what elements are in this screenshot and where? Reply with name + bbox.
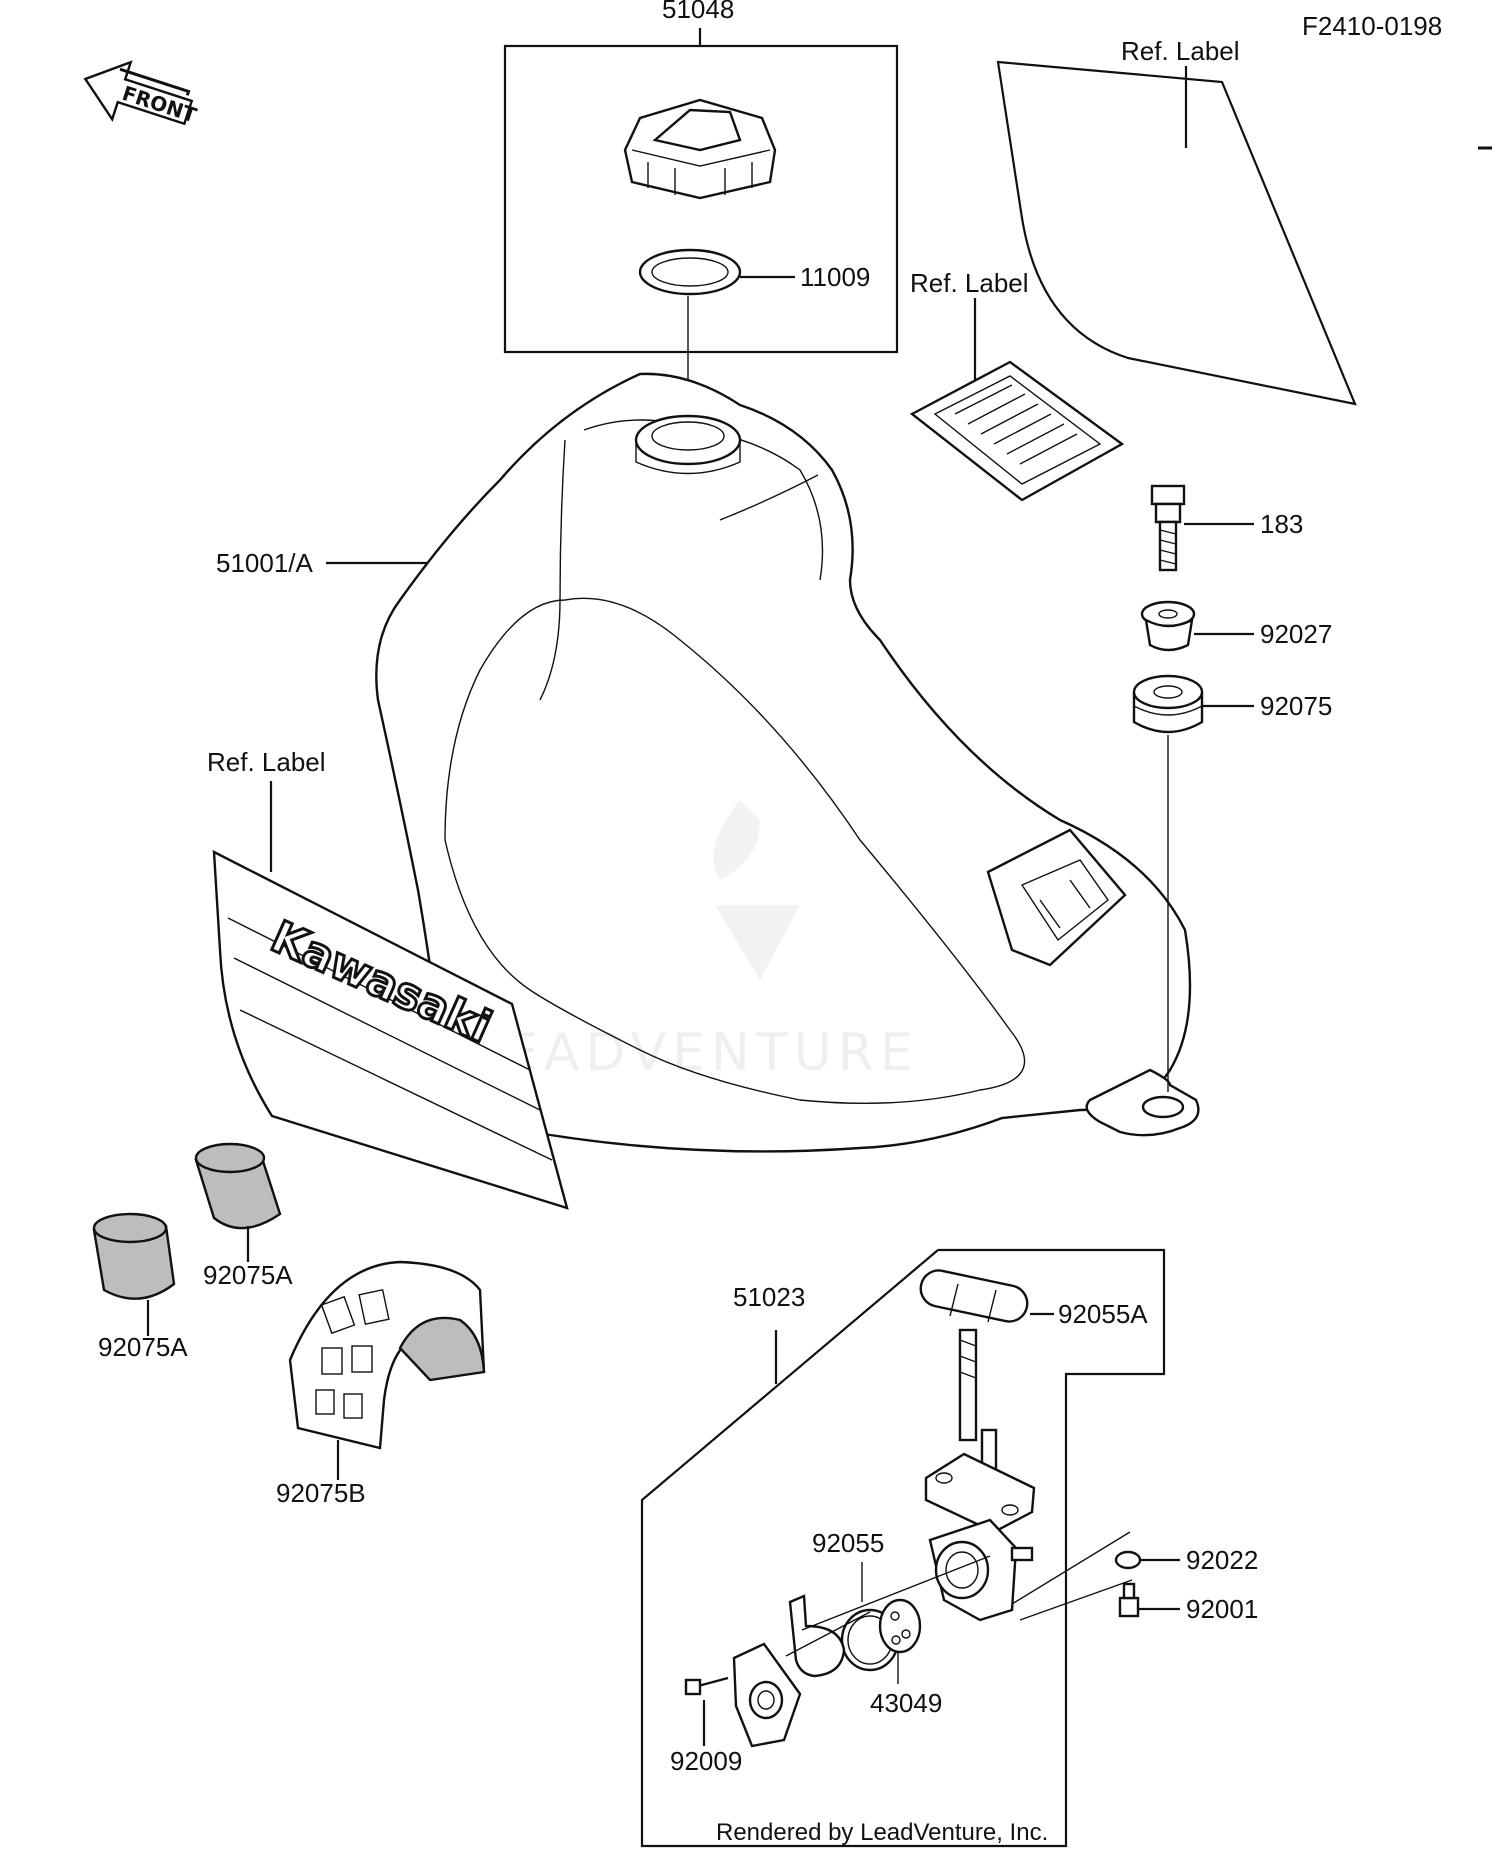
fuel-cap-assembly[interactable]: 51048 11009 xyxy=(503,0,899,418)
callout-92075A-upper: 92075A xyxy=(203,1260,293,1290)
callout-11009: 11009 xyxy=(800,262,870,292)
watermark-text: LEADVENTURE xyxy=(470,1023,919,1083)
fuel-tank[interactable]: 51001/A xyxy=(216,372,1200,1153)
callout-92055A: 92055A xyxy=(1058,1299,1148,1329)
callout-92009: 92009 xyxy=(670,1746,742,1776)
callout-ref-label-top-right: Ref. Label xyxy=(1121,36,1240,66)
damper-92075a-lower[interactable]: 92075A xyxy=(92,1212,188,1362)
fuel-cock-assembly[interactable]: 51023 92055A 92055 xyxy=(640,1248,1258,1848)
diagram-code: F2410-0198 xyxy=(1302,11,1442,41)
callout-92022: 92022 xyxy=(1186,1545,1258,1575)
callout-92075A-lower: 92075A xyxy=(98,1332,188,1362)
watermark: LEADVENTURE xyxy=(470,800,919,1083)
ref-label-middle[interactable]: Ref. Label xyxy=(909,268,1125,502)
callout-92027: 92027 xyxy=(1260,619,1332,649)
callout-ref-label-middle: Ref. Label xyxy=(910,268,1029,298)
damper-92075[interactable]: 92075 xyxy=(1132,674,1332,1092)
callout-51048: 51048 xyxy=(662,0,734,24)
callout-ref-label-left: Ref. Label xyxy=(207,747,326,777)
collar-92027[interactable]: 92027 xyxy=(1140,600,1332,652)
damper-92075b[interactable]: 92075B xyxy=(276,1260,486,1508)
callout-92001: 92001 xyxy=(1186,1594,1258,1624)
ref-label-top-right[interactable]: Ref. Label xyxy=(996,36,1357,406)
callout-92055: 92055 xyxy=(812,1528,884,1558)
bolt-183[interactable]: 183 xyxy=(1150,484,1303,572)
callout-51001A: 51001/A xyxy=(216,548,314,578)
footer-credit: Rendered by LeadVenture, Inc. xyxy=(716,1819,1048,1846)
front-arrow-icon: FRONT xyxy=(83,60,200,128)
callout-51023: 51023 xyxy=(733,1282,805,1312)
callout-183: 183 xyxy=(1260,509,1303,539)
callout-43049: 43049 xyxy=(870,1688,942,1718)
damper-92075a-upper[interactable]: 92075A xyxy=(194,1142,293,1290)
callout-92075B: 92075B xyxy=(276,1478,366,1508)
front-arrow-text: FRONT xyxy=(119,81,199,128)
callout-92075: 92075 xyxy=(1260,691,1332,721)
